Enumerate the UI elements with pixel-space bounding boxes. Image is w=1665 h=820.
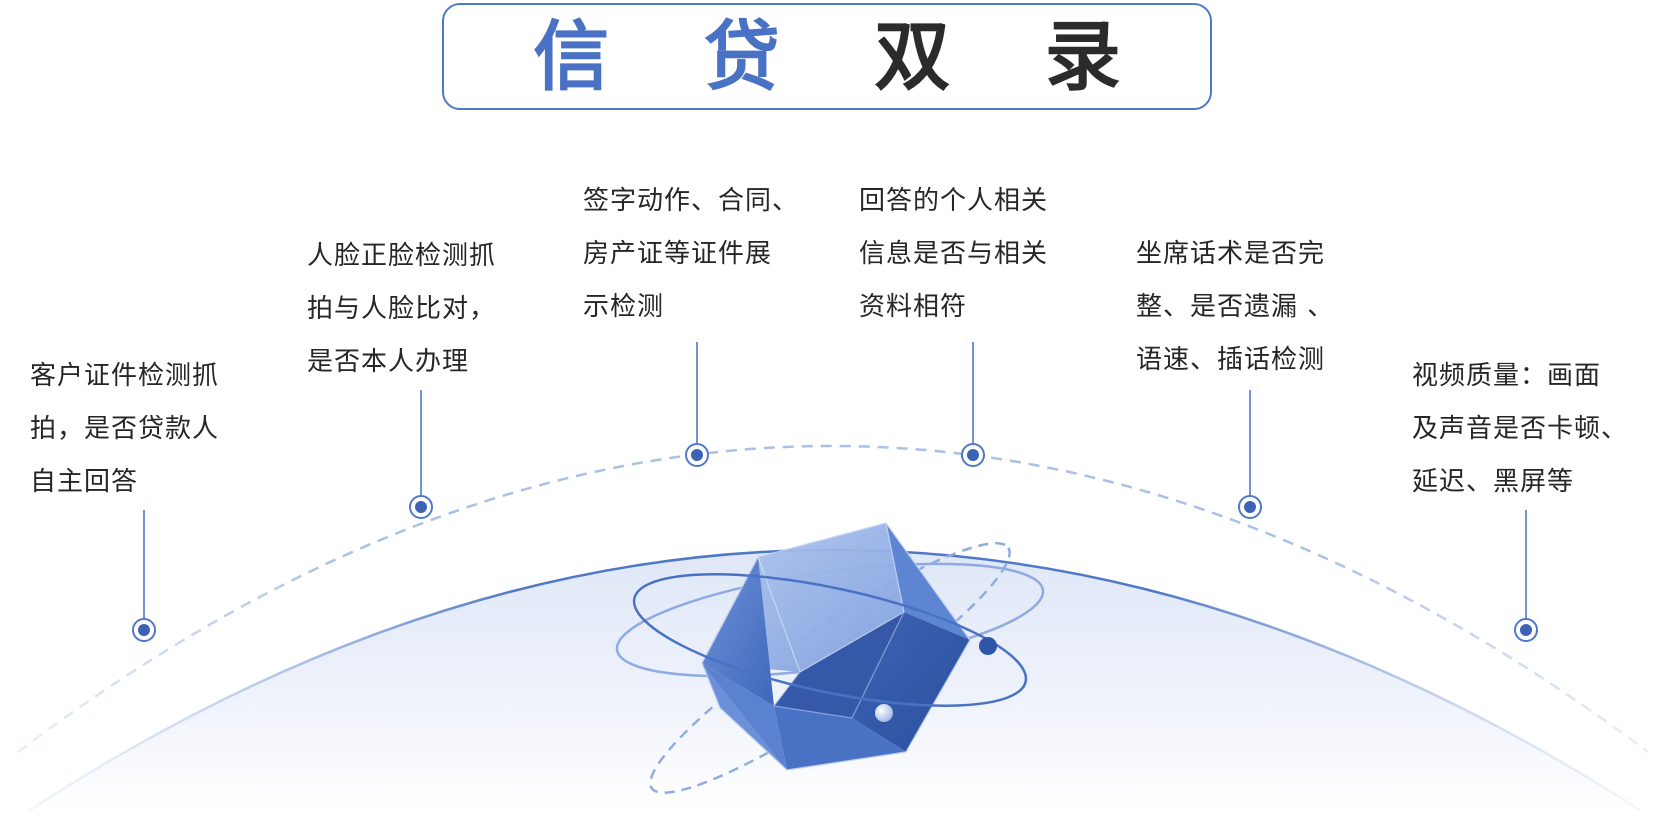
node-4	[961, 443, 985, 467]
label-face-check: 人脸正脸检测抓 拍与人脸比对， 是否本人办理	[307, 241, 497, 377]
node-5	[1238, 495, 1262, 519]
connector-nodes	[132, 443, 1538, 642]
label-script-check: 坐席话术是否完 整、是否遗漏 、 语速、插话检测	[1136, 239, 1335, 375]
orbit-ball-light	[875, 704, 893, 722]
label-customer-id: 客户证件检测抓 拍，是否贷款人 自主回答	[30, 361, 220, 497]
label-info-match: 回答的个人相关 信息是否与相关 资料相符	[859, 186, 1049, 322]
node-6	[1514, 618, 1538, 642]
node-3	[685, 443, 709, 467]
crystal-icon	[615, 522, 1045, 794]
label-signature-check: 签字动作、合同、 房产证等证件展 示检测	[583, 186, 800, 322]
page-title: 信 贷 双 录	[533, 18, 1154, 95]
connector-lines	[143, 342, 1527, 618]
title-rest: 双 录	[874, 11, 1155, 101]
node-1	[132, 618, 156, 642]
node-2	[409, 495, 433, 519]
label-video-quality: 视频质量：画面 及声音是否卡顿、 延迟、黑屏等	[1412, 361, 1629, 497]
title-box: 信 贷 双 录	[442, 3, 1212, 110]
orbit-ball-dark	[979, 637, 997, 655]
title-highlight: 信 贷	[533, 11, 814, 101]
dashed-arc	[17, 444, 1649, 754]
